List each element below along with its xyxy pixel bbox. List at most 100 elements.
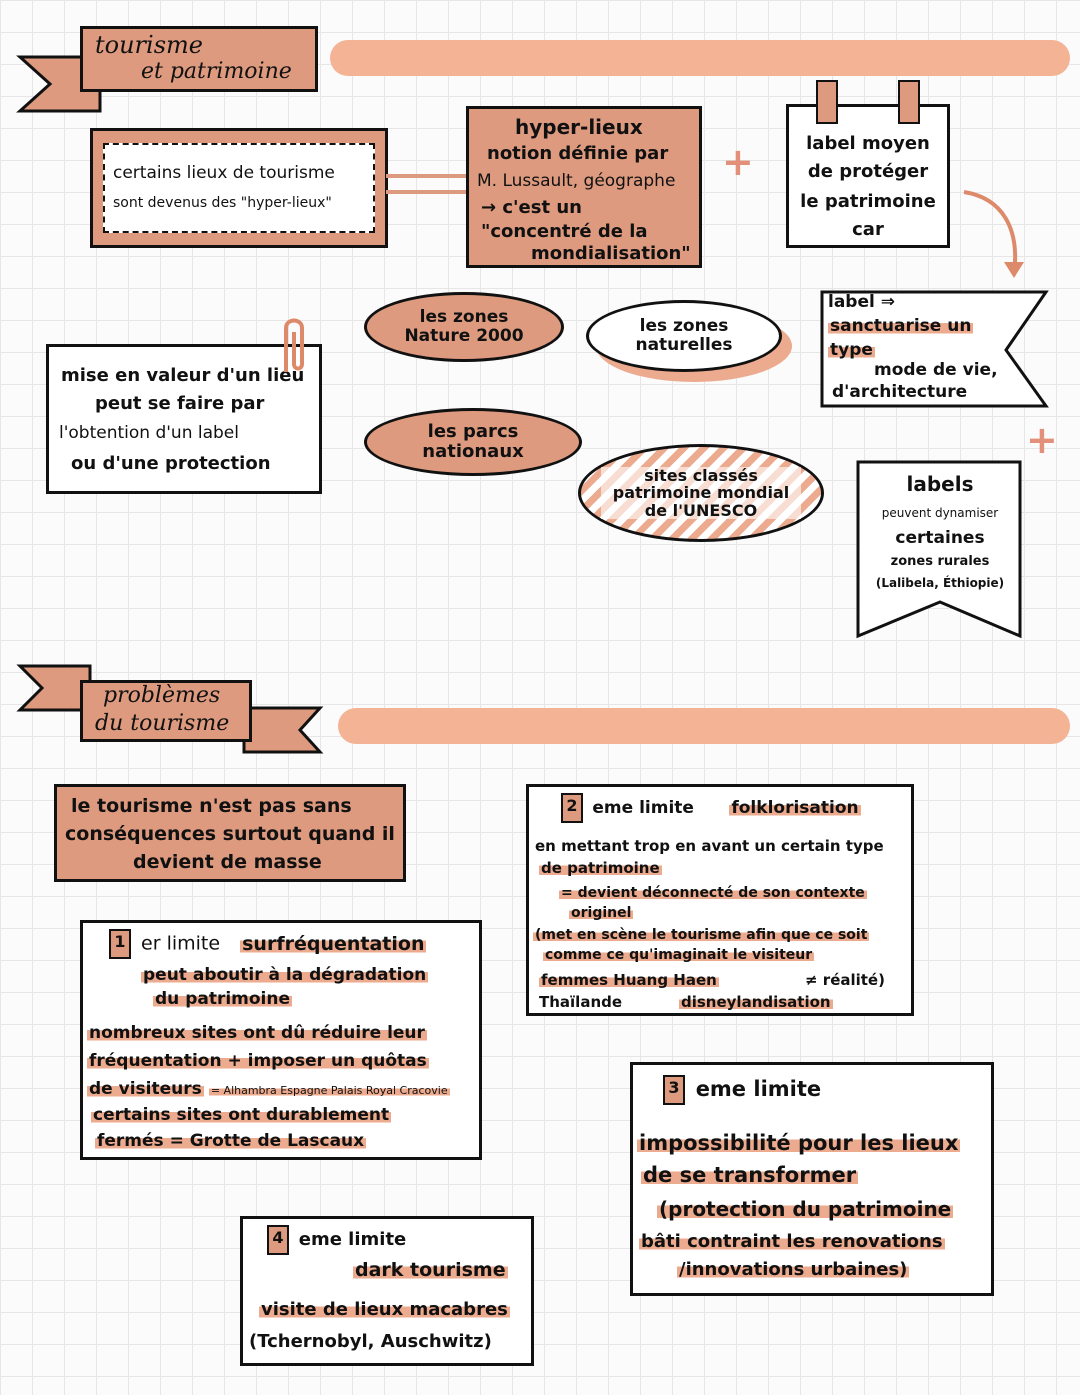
label-note-line4: car bbox=[852, 219, 884, 240]
limit2-line2: de patrimoine bbox=[539, 859, 662, 877]
limit1-card: 1 er limite surfréquentation peut abouti… bbox=[80, 920, 482, 1160]
intro-line2: conséquences surtout quand il bbox=[65, 823, 395, 845]
label-flag-line1: label ⇒ bbox=[828, 292, 895, 312]
mise-en-valeur-line4: ou d'une protection bbox=[71, 453, 271, 474]
limit4-card: 4 eme limite dark tourisme visite de lie… bbox=[240, 1216, 534, 1366]
cloud-unesco: sites classés patrimoine mondial de l'UN… bbox=[578, 444, 824, 542]
section1-banner: tourisme et patrimoine bbox=[80, 26, 318, 92]
limit4-header: 4 eme limite bbox=[267, 1225, 406, 1255]
limit2-line7a: femmes Huang Haen bbox=[539, 971, 719, 989]
banner2-title-line2: du tourisme bbox=[95, 711, 230, 736]
labels-line2: peuvent dynamiser bbox=[881, 506, 999, 520]
hyperlieux-intro-line1: certains lieux de tourisme bbox=[113, 163, 335, 183]
cloud-naturelles-label: les zones naturelles bbox=[635, 316, 733, 355]
label-flag-line2: sanctuarise un bbox=[828, 316, 974, 336]
limit3-line5: /innovations urbaines) bbox=[677, 1259, 910, 1280]
banner-title-line2: et patrimoine bbox=[141, 59, 292, 84]
cloud-natura-2000: les zones Nature 2000 bbox=[364, 292, 564, 362]
limit1-bookmark-icon: 1 bbox=[109, 929, 131, 959]
hyperlieux-intro-frame: certains lieux de tourisme sont devenus … bbox=[90, 128, 388, 248]
limit3-line2: de se transformer bbox=[641, 1163, 859, 1187]
arrow-curve bbox=[963, 190, 1024, 278]
cloud-parcs-nationaux: les parcs nationaux bbox=[364, 408, 582, 476]
limit3-card: 3 eme limite impossibilité pour les lieu… bbox=[630, 1062, 994, 1296]
banner2-ribbon-tail-right bbox=[242, 706, 324, 754]
hyperlieux-definition: hyper-lieux notion définie par M. Lussau… bbox=[466, 106, 702, 268]
labels-line5: (Lalibela, Éthiopie) bbox=[875, 576, 1005, 590]
limit3-line4: bâti contraint les renovations bbox=[639, 1231, 945, 1252]
limit2-line1: en mettant trop en avant un certain type bbox=[535, 837, 884, 855]
limit1-header: 1 er limite surfréquentation bbox=[109, 929, 427, 959]
tape-left bbox=[816, 80, 838, 124]
plus-sign-1: + bbox=[722, 140, 754, 184]
banner2-title-line1: problèmes bbox=[103, 683, 221, 708]
intro-line3: devient de masse bbox=[133, 851, 322, 873]
section2-banner: problèmes du tourisme bbox=[80, 680, 252, 742]
limit1-line5a: de visiteurs bbox=[87, 1079, 204, 1099]
labels-line3: certaines bbox=[895, 528, 985, 548]
label-note-line2: de protéger bbox=[807, 161, 929, 182]
limit1-line5: de visiteurs = Alhambra Espagne Palais R… bbox=[87, 1079, 450, 1099]
cloud-parcs-label: les parcs nationaux bbox=[422, 421, 524, 462]
hyperlieux-def-line3: M. Lussault, géographe bbox=[477, 171, 676, 191]
limit1-line1: peut aboutir à la dégradation bbox=[141, 965, 429, 985]
limit2-header: 2 eme limite folklorisation bbox=[561, 793, 861, 823]
limit1-line4: fréquentation + imposer un quôtas bbox=[87, 1051, 429, 1071]
hyperlieux-def-line6: mondialisation" bbox=[531, 243, 691, 264]
label-flag-line3: type bbox=[828, 340, 875, 360]
hyperlieux-intro-line2: sont devenus des "hyper-lieux" bbox=[113, 195, 332, 211]
labels-bookmark-shape bbox=[856, 460, 1022, 639]
limit2-line5: (met en scène le tourisme afin que ce so… bbox=[533, 927, 870, 943]
limit2-line7b: ≠ réalité) bbox=[805, 971, 885, 989]
labels-line1: labels bbox=[906, 472, 974, 496]
mise-en-valeur-line3: l'obtention d'un label bbox=[59, 423, 239, 443]
limit2-line4: originel bbox=[569, 905, 634, 921]
banner-title-line1: tourisme bbox=[95, 31, 203, 59]
limit1-line7: fermés = Grotte de Lascaux bbox=[95, 1131, 367, 1151]
label-note: label moyen de protéger le patrimoine ca… bbox=[786, 104, 950, 248]
section2-header-bar bbox=[338, 708, 1070, 744]
limit3-bookmark-icon: 3 bbox=[663, 1075, 685, 1105]
limit2-topic: folklorisation bbox=[729, 798, 861, 818]
limit1-line3: nombreux sites ont dû réduire leur bbox=[87, 1023, 427, 1043]
intro-line1: le tourisme n'est pas sans bbox=[71, 795, 352, 817]
limit4-line2: (Tchernobyl, Auschwitz) bbox=[249, 1331, 492, 1352]
limit3-head: eme limite bbox=[695, 1077, 822, 1101]
limit2-line3: = devient déconnecté de son contexte bbox=[559, 885, 867, 901]
labels-bookmark: labels peuvent dynamiser certaines zones… bbox=[856, 460, 1024, 610]
limit2-bookmark-icon: 2 bbox=[561, 793, 583, 823]
hyperlieux-def-line2: notion définie par bbox=[487, 143, 669, 164]
paperclip-icon bbox=[284, 318, 304, 372]
limit2-card: 2 eme limite folklorisation en mettant t… bbox=[526, 784, 914, 1016]
plus-sign-2: + bbox=[1026, 418, 1058, 462]
hyperlieux-def-line1: hyper-lieux bbox=[515, 115, 643, 139]
mise-en-valeur-line2: peut se faire par bbox=[95, 393, 265, 414]
cloud-natura-label: les zones Nature 2000 bbox=[404, 307, 524, 346]
limit4-line1: visite de lieux macabres bbox=[259, 1299, 510, 1320]
tape-right bbox=[898, 80, 920, 124]
limit2-line6: comme ce qu'imaginait le visiteur bbox=[543, 947, 815, 963]
label-note-line1: label moyen bbox=[806, 133, 930, 154]
connector-lines bbox=[386, 174, 470, 194]
limit3-line3: (protection du patrimoine bbox=[657, 1197, 954, 1221]
label-flag-line4: mode de vie, bbox=[874, 360, 998, 380]
limit1-head: er limite bbox=[141, 932, 221, 955]
mise-en-valeur-line1: mise en valeur d'un lieu bbox=[61, 365, 305, 386]
limit1-line5b: = Alhambra Espagne Palais Royal Cracovie bbox=[208, 1084, 450, 1097]
hyperlieux-def-line5: "concentré de la bbox=[481, 221, 648, 242]
limit1-line2: du patrimoine bbox=[153, 989, 293, 1009]
limit1-line6: certains sites ont durablement bbox=[91, 1105, 392, 1125]
section1-header-bar bbox=[330, 40, 1070, 76]
limit4-head: eme limite bbox=[298, 1229, 407, 1250]
label-note-line3: le patrimoine bbox=[800, 191, 936, 212]
limit2-line8a: Thaïlande bbox=[539, 993, 623, 1011]
label-flag: label ⇒ sanctuarise un type mode de vie,… bbox=[820, 290, 1010, 408]
limit2-head: eme limite bbox=[592, 798, 694, 818]
hyperlieux-def-line4: → c'est un bbox=[481, 197, 582, 218]
cloud-unesco-label: sites classés patrimoine mondial de l'UN… bbox=[601, 466, 801, 520]
limit3-line1: impossibilité pour les lieux bbox=[637, 1131, 961, 1155]
limit2-line8b: disneylandisation bbox=[679, 993, 833, 1011]
limit4-bookmark-icon: 4 bbox=[267, 1225, 289, 1255]
banner2-ribbon-tail-left bbox=[16, 664, 92, 712]
cloud-zones-naturelles: les zones naturelles bbox=[586, 300, 782, 372]
